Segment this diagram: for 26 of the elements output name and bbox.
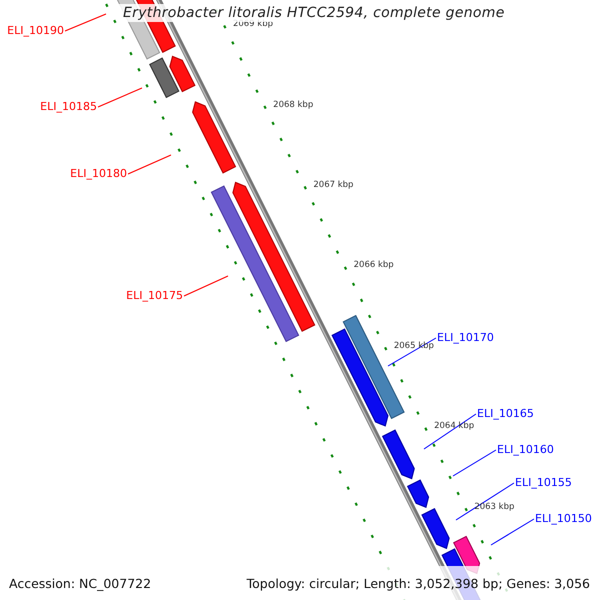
leader-line [64,14,106,32]
footer-text: Topology: circular; Length: 3,052,398 bp; Genes: 3,056 [246,576,590,591]
leader-line [98,88,142,108]
gene-label: ELI_10155 [515,476,572,489]
leader-line [128,154,172,174]
scale-label: 2063 kbp [474,502,514,512]
leader-line [456,482,514,520]
scale-label: 2069 kbp [232,19,273,30]
gene-label: ELI_10170 [437,331,494,344]
leader-line [184,276,228,296]
gene-label: ELI_10190 [7,24,64,37]
scale-label: 2066 kbp [354,260,394,270]
leader-line [490,518,534,546]
gene-label: ELI_10150 [535,512,592,525]
gene-label: ELI_10165 [477,407,534,420]
leader-line [424,414,476,450]
scale-label: 2064 kbp [434,421,474,432]
gene-label: ELI_10175 [126,289,183,302]
gene-label: ELI_10160 [497,443,554,456]
leader-line [452,450,496,476]
scale-label: 2067 kbp [313,180,354,190]
gene-label: ELI_10180 [70,167,127,180]
footer-text: Accession: NC_007722 [9,576,152,591]
leader-line [388,338,436,366]
gene-label: ELI_10185 [40,100,97,113]
scale-label: 2068 kbp [273,100,314,110]
